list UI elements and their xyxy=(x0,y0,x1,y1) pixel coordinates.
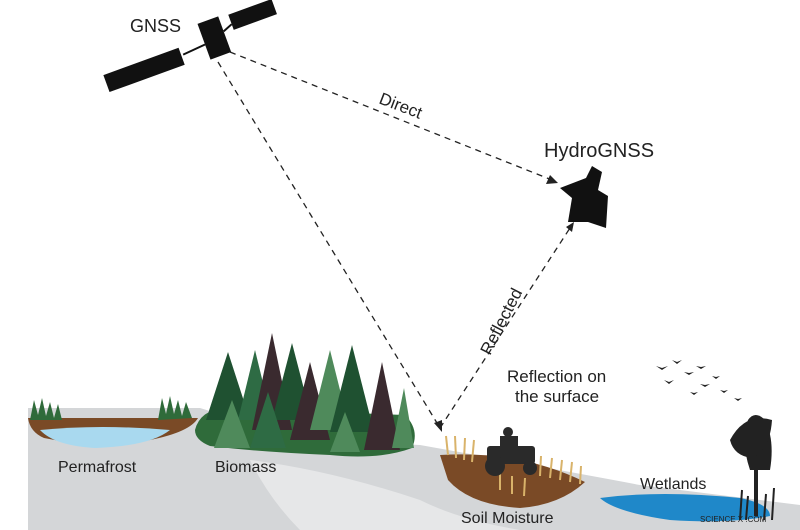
tractor-icon xyxy=(485,427,537,476)
signal-paths xyxy=(217,51,571,429)
hydrognss-satellite-icon xyxy=(560,166,608,228)
gnss-satellite-icon xyxy=(103,0,277,93)
permafrost-label: Permafrost xyxy=(58,459,137,476)
direct-label: Direct xyxy=(377,89,426,123)
gnss-label: GNSS xyxy=(130,16,181,36)
reflected-label: Reflected xyxy=(477,285,527,358)
reflected-signal-line xyxy=(439,227,571,429)
reflection-label-line1: Reflection on xyxy=(507,367,606,386)
birds-icon xyxy=(656,360,742,401)
biomass-forest xyxy=(195,333,415,457)
watermark: SCIENCE X .COM xyxy=(700,515,767,524)
wetlands-label: Wetlands xyxy=(640,476,706,493)
reflection-label-line2: the surface xyxy=(515,387,599,406)
direct-signal-line xyxy=(229,51,553,181)
permafrost-patch xyxy=(28,396,198,448)
soil-moisture-label: Soil Moisture xyxy=(461,510,554,527)
incident-signal-line xyxy=(217,61,441,429)
ground-shadow xyxy=(250,460,520,530)
arrow-heads xyxy=(434,175,574,432)
soil-moisture-field xyxy=(440,427,585,508)
wetlands xyxy=(600,360,775,522)
biomass-label: Biomass xyxy=(215,459,276,476)
hydrognss-label: HydroGNSS xyxy=(544,140,654,162)
